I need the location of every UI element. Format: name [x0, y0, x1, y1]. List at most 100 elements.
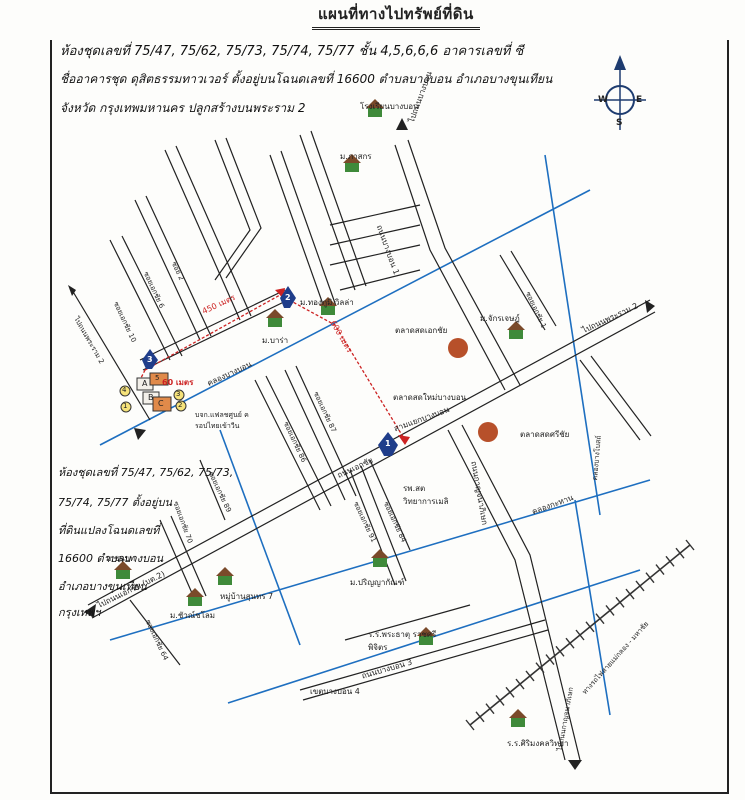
soi-b2 [145, 195, 212, 337]
rail-tie [475, 711, 485, 723]
cross-soi-1 [329, 204, 421, 226]
marker-2-label: 2 [285, 293, 291, 302]
road-kanchana-a [447, 429, 566, 761]
house-roof-icon [417, 627, 435, 636]
soi-h2 [295, 365, 357, 497]
house-roof-icon [509, 709, 527, 718]
soi-n2 [510, 250, 557, 327]
side-note-4: 16600 ตำบลบางบอน [58, 552, 164, 565]
header-line-1: ห้องชุดเลขที่ 75/47, 75/62, 75/73, 75/74… [60, 44, 524, 59]
rail-tie [525, 670, 535, 682]
canal-bot-line [227, 569, 641, 704]
rail-tie [645, 572, 655, 584]
house-icon [218, 576, 232, 585]
plot-5-label: 5 [155, 374, 160, 382]
rail-tie [495, 695, 505, 706]
side-note-5: อำเภอบางขุนเทียน [58, 580, 147, 593]
plots [119, 372, 187, 413]
label-m-paksorn: ม.ภาสกร [340, 152, 372, 161]
rail-tie [655, 564, 665, 575]
soi-j1 [369, 459, 411, 551]
canal-vertical-right [544, 154, 601, 516]
label-m-chuanchom: หมู่บ้านสุนทร 7 [220, 592, 274, 601]
soi-m1 [199, 459, 226, 521]
house-icon [268, 318, 282, 327]
house-roof-icon [114, 561, 132, 570]
marker-2-shape [280, 286, 296, 308]
compass-s: S [616, 118, 623, 128]
map-frame [50, 40, 729, 794]
plot-b-label: B [148, 393, 154, 402]
house-icon [368, 108, 382, 117]
label-rsp: รพ.สต [403, 484, 426, 493]
soi-e2 [280, 150, 337, 307]
market-icon [478, 422, 498, 442]
soi-d1 [214, 139, 251, 281]
route-arrow-head [398, 435, 410, 445]
soi-o2 [590, 355, 652, 437]
rail-tie [465, 719, 475, 731]
house-icons [114, 99, 527, 727]
rail-tie [625, 588, 635, 600]
soi-k1 [159, 519, 196, 601]
house-roof-icon [371, 549, 389, 558]
label-school-bottom: ร.ร.ศิริมงคลวิทยา [507, 739, 569, 748]
house-roof-icon [216, 567, 234, 576]
label-school-top: โรงเรียนบางบอน [360, 102, 419, 111]
house-icon [509, 330, 523, 339]
road-bottom-c [344, 604, 471, 641]
cross-soi-4 [339, 269, 421, 291]
side-note-2: 75/74, 75/77 ตั้งอยู่บน [58, 496, 172, 509]
soi-a2 [121, 235, 183, 357]
rail-tie [685, 539, 695, 551]
canal-vertical-left [219, 429, 301, 646]
rail-tie [585, 621, 595, 633]
road-bottom-a [299, 619, 546, 691]
soi-n1 [499, 254, 546, 331]
label-m-bara: ม.บาร่า [262, 336, 289, 345]
header-line-3: จังหวัด กรุงเทพมหานคร ปลูกสร้างบนพระราม … [60, 101, 306, 115]
soi-c2 [175, 145, 252, 317]
arrow-right [645, 300, 655, 313]
house-icon [373, 558, 387, 567]
rail-tie [665, 555, 675, 567]
route-markers [142, 286, 398, 456]
rail-tie [635, 580, 645, 592]
plot-1-label: 1 [123, 402, 128, 410]
label-m-chakanchai: ม.จักรเจษฎ์ [480, 314, 520, 323]
rail-tie [605, 605, 615, 616]
house-roof-icon [266, 309, 284, 318]
soi-g1 [254, 379, 321, 511]
plot-c [152, 396, 172, 412]
house-roof-icon [507, 321, 525, 330]
cross-soi-3 [329, 244, 421, 266]
market-icon [448, 338, 468, 358]
header-line-2: ชื่ออาคารชุด ดุสิตธรรมทาวเวอร์ ตั้งอยู่บ… [60, 72, 553, 86]
marker-3-shape [142, 349, 158, 369]
plot-2-label: 2 [178, 401, 183, 409]
plot-4-dot [119, 385, 131, 397]
house-roof-icon [186, 588, 204, 597]
soi-d2 [225, 137, 262, 279]
road-to-3-a [139, 289, 286, 361]
plot-1-dot [120, 401, 132, 413]
plot-2-dot [175, 400, 187, 412]
soi-o1 [579, 359, 641, 441]
label-m-thongphum: ม.ทองภูมิ วิลล่า [300, 298, 354, 307]
route-line [144, 294, 406, 441]
map-title: แผนที่ทางไปทรัพย์ที่ดิน [312, 2, 480, 30]
compass-north-arrow [614, 55, 626, 70]
plot-a-label: A [142, 379, 148, 388]
plot-c-label: C [158, 399, 164, 408]
roads [71, 130, 656, 761]
label-talad-pongchai: ตลาดสดเอกชัย [395, 326, 448, 335]
house-icon [321, 306, 335, 315]
house-icon [511, 718, 525, 727]
compass-w: W [598, 95, 608, 105]
soi-h1 [284, 369, 346, 501]
soi-k2 [170, 515, 207, 597]
road-bottom-b [302, 629, 549, 701]
soi-e1 [269, 154, 326, 311]
plot-3-dot [173, 389, 185, 401]
rail-tie [515, 678, 525, 690]
